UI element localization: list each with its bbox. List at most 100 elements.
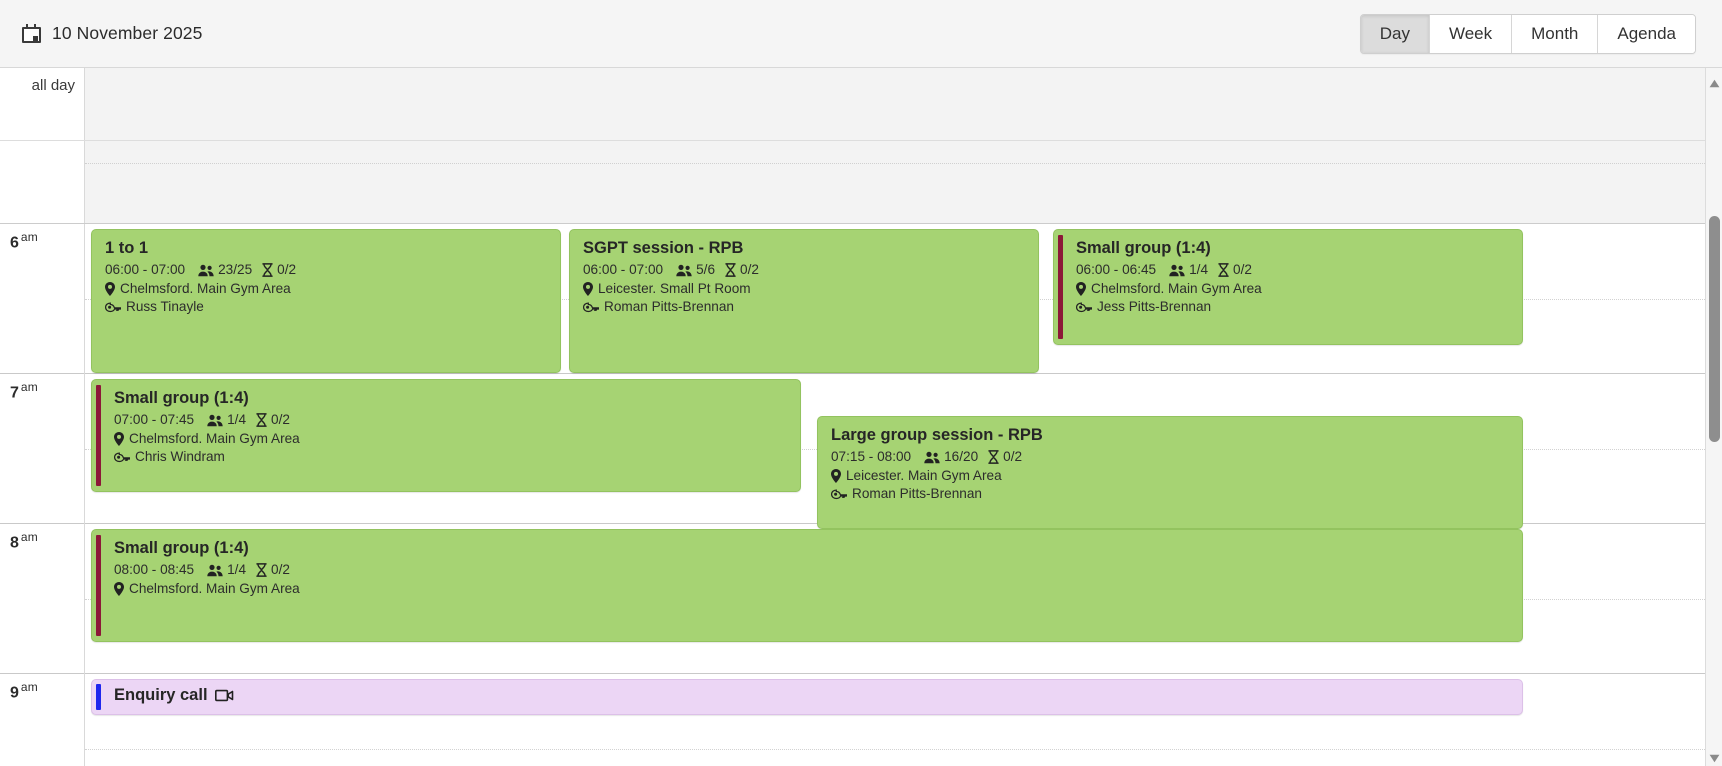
event-trainer-line: Russ Tinayle [105,298,550,317]
calendar-toolbar: 10 November 2025 Day Week Month Agenda [0,0,1722,68]
event-title: Small group (1:4) [114,539,249,557]
users-icon [198,264,214,277]
event-trainer-line: Jess Pitts-Brennan [1076,298,1512,317]
view-button-agenda[interactable]: Agenda [1598,14,1695,53]
event-location: Leicester. Main Gym Area [846,467,1002,483]
hourglass-icon [262,263,273,278]
view-button-month[interactable]: Month [1512,14,1599,53]
event-title: Small group (1:4) [114,389,249,407]
event-location-line: Leicester. Main Gym Area [831,467,1512,486]
whistle-icon [114,452,130,463]
event-time: 06:00 - 06:45 [1076,262,1157,277]
event-location-line: Chelmsford. Main Gym Area [1076,280,1512,299]
event-attendees: 16/20 0/2 [924,448,1022,467]
event-card[interactable]: Enquiry call [91,679,1523,715]
whistle-icon [831,489,847,500]
hour-slot-9am[interactable] [85,674,1705,766]
map-pin-icon [114,431,124,446]
view-switcher: Day Week Month Agenda [1359,13,1696,54]
event-location-line: Chelmsford. Main Gym Area [114,430,790,449]
attendee-count: 1/4 [227,562,247,577]
events-layer: 1 to 1 06:00 - 07:00 23/25 [85,224,1705,766]
event-title: Large group session - RPB [831,426,1043,444]
event-attendees: 23/25 0/2 [198,261,296,280]
half-hour-divider [85,749,1705,750]
event-time: 06:00 - 07:00 [583,262,664,277]
users-icon [1169,264,1185,277]
view-button-week[interactable]: Week [1429,14,1513,53]
view-button-day[interactable]: Day [1360,14,1430,53]
event-card[interactable]: Small group (1:4) 07:00 - 07:45 1/4 [91,379,801,492]
event-location: Chelmsford. Main Gym Area [1091,280,1262,296]
event-accent-bar [96,535,101,636]
event-trainer-line: Roman Pitts-Brennan [583,298,1028,317]
event-meta-line: 06:00 - 06:45 1/4 [1076,261,1512,280]
map-pin-icon [105,281,115,296]
waitlist-count: 0/2 [1003,449,1023,464]
event-trainer: Roman Pitts-Brennan [852,486,982,501]
users-icon [924,451,940,464]
scroll-down-arrow-icon[interactable] [1709,750,1720,763]
toolbar-left-group: 10 November 2025 [22,23,202,44]
event-card[interactable]: 1 to 1 06:00 - 07:00 23/25 [91,229,561,373]
event-accent-bar [96,385,101,486]
waitlist-count: 0/2 [740,262,759,277]
event-attendees: 1/4 0/2 [207,561,290,580]
event-card[interactable]: Large group session - RPB 07:15 - 08:00 … [817,416,1523,529]
whistle-icon [1076,302,1092,313]
waitlist-count: 0/2 [277,262,297,277]
hourglass-icon [256,413,267,428]
event-location: Chelmsford. Main Gym Area [129,580,300,596]
all-day-dropzone[interactable] [85,68,1705,140]
whistle-icon [583,302,599,313]
event-card[interactable]: Small group (1:4) 08:00 - 08:45 1/4 [91,529,1523,642]
day-column: 1 to 1 06:00 - 07:00 23/25 [85,224,1705,766]
event-location-line: Chelmsford. Main Gym Area [105,280,550,299]
attendee-count: 23/25 [218,262,253,277]
hour-number: 7 [10,384,19,402]
attendee-count: 1/4 [227,412,247,427]
hourglass-icon [256,563,267,578]
event-trainer: Russ Tinayle [126,299,204,314]
event-meta-line: 07:00 - 07:45 1/4 [114,411,790,430]
pre-grid-gutter [0,141,85,223]
event-accent-bar [96,684,101,710]
event-location: Leicester. Small Pt Room [598,280,751,296]
event-title: Small group (1:4) [1076,239,1211,257]
event-trainer: Chris Windram [135,449,225,464]
hourglass-icon [725,263,736,278]
event-location: Chelmsford. Main Gym Area [120,280,291,296]
event-title-row: Enquiry call [114,685,1512,705]
event-title: 1 to 1 [105,239,149,257]
event-attendees: 1/4 0/2 [207,411,290,430]
event-location-line: Leicester. Small Pt Room [583,280,1028,299]
event-trainer: Jess Pitts-Brennan [1097,299,1212,314]
event-card[interactable]: Small group (1:4) 06:00 - 06:45 1/4 [1053,229,1523,345]
hour-suffix: am [20,530,38,544]
hour-number: 8 [10,534,19,552]
calendar-icon [22,24,41,43]
pre-grid-slot[interactable] [85,141,1705,223]
event-title: Enquiry call [114,686,208,704]
map-pin-icon [114,581,124,596]
scrollbar-thumb[interactable] [1709,216,1720,442]
map-pin-icon [583,281,593,296]
event-location: Chelmsford. Main Gym Area [129,430,300,446]
event-meta-line: 06:00 - 07:00 23/25 [105,261,550,280]
attendee-count: 1/4 [1189,262,1209,277]
event-time: 07:00 - 07:45 [114,412,195,427]
event-title: SGPT session - RPB [583,239,744,257]
hourglass-icon [988,450,999,465]
scroll-up-arrow-icon[interactable] [1709,75,1720,88]
event-card[interactable]: SGPT session - RPB 06:00 - 07:00 5/6 [569,229,1039,373]
vertical-scrollbar[interactable] [1705,68,1722,766]
map-pin-icon [1076,281,1086,296]
hour-suffix: am [20,380,38,394]
waitlist-count: 0/2 [271,562,290,577]
attendee-count: 16/20 [944,449,979,464]
